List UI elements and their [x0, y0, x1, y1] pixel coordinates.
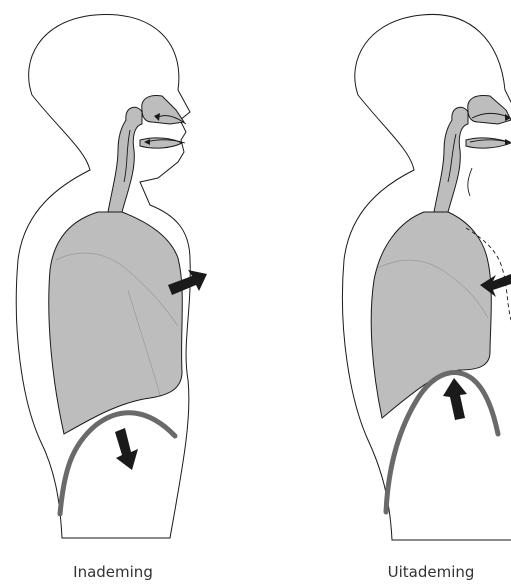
exhalation-figure — [342, 14, 511, 540]
caption-inhalation: Inademing — [73, 563, 153, 581]
caption-exhalation: Uitademing — [388, 563, 475, 581]
inhalation-figure — [16, 14, 207, 538]
